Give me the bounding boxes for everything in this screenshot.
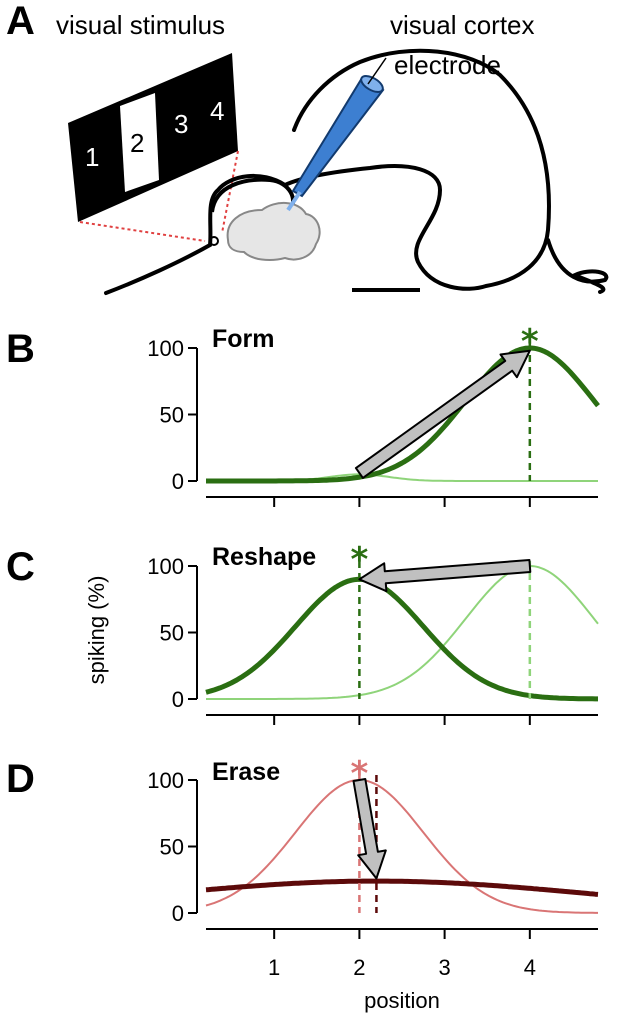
y-tick-label-50: 50 (160, 621, 184, 646)
y-axis: 0 50 100 (147, 554, 198, 712)
x-axis: 1 2 3 4 (206, 928, 598, 980)
peak-star: * (521, 322, 539, 362)
series-before (205, 779, 598, 914)
y-tick-label-0: 0 (172, 687, 184, 712)
x-axis (206, 496, 598, 507)
peak-star: * (351, 754, 369, 794)
mouse-tail (546, 238, 609, 294)
panel-letter-b: B (6, 327, 35, 371)
series-before (206, 565, 599, 700)
x-tick-label-2: 2 (353, 955, 365, 980)
panel-a: A visual stimulus visual cortex electrod… (6, 0, 609, 295)
series-curves (205, 779, 599, 914)
stimulus-label: visual stimulus (56, 10, 225, 40)
chart-form: * 0 50 100 (147, 322, 600, 507)
x-tick-label-1: 1 (268, 955, 280, 980)
panel-title-reshape: Reshape (212, 543, 316, 571)
x-axis (206, 714, 598, 725)
panel-title-erase: Erase (212, 758, 280, 786)
electrode (286, 57, 387, 212)
stimulus-bar (120, 93, 159, 192)
y-tick-label-100: 100 (147, 554, 184, 579)
peak-markers (358, 561, 532, 699)
y-tick-label-0: 0 (172, 901, 184, 926)
sight-lines (79, 150, 239, 242)
electrode-label-line1: visual cortex (390, 10, 535, 40)
y-axis: 0 50 100 (147, 768, 198, 926)
screen-position-3: 3 (174, 109, 188, 139)
x-tick-label-4: 4 (524, 955, 536, 980)
y-tick-label-0: 0 (172, 469, 184, 494)
series-curves (205, 565, 599, 702)
x-axis-label: position (364, 988, 440, 1013)
chart-erase: * 0 50 100 1 2 3 4 (147, 754, 599, 980)
mouse-brain (226, 202, 321, 261)
series-after (205, 878, 599, 897)
shift-arrow (352, 778, 387, 880)
shift-arrow (354, 349, 531, 479)
series-after (206, 345, 600, 484)
y-axis: 0 50 100 (147, 336, 198, 494)
peak-markers (358, 775, 378, 913)
x-tick-label-3: 3 (438, 955, 450, 980)
panel-b: B Form * 0 50 100 (6, 322, 600, 507)
panel-letter-a: A (6, 0, 35, 43)
screen-position-1: 1 (85, 142, 99, 172)
chart-reshape: * 0 50 100 (147, 540, 599, 725)
shift-arrow (358, 559, 532, 593)
y-tick-label-100: 100 (147, 336, 184, 361)
mouse-body (104, 48, 551, 295)
series-after (205, 576, 598, 702)
mouse-ear (210, 177, 296, 213)
panel-c: C Reshape * 0 50 100 (6, 540, 599, 725)
screen-position-2: 2 (130, 128, 144, 158)
series-curves (206, 345, 600, 484)
y-tick-label-50: 50 (160, 403, 184, 428)
panel-d: D Erase * 0 50 100 1 2 (6, 754, 599, 980)
screen-position-4: 4 (210, 96, 224, 126)
y-axis-label: spiking (%) (84, 576, 109, 685)
mouse-eye (209, 236, 219, 246)
y-tick-label-50: 50 (160, 835, 184, 860)
panel-letter-c: C (6, 545, 35, 589)
peak-star: * (351, 540, 369, 580)
panel-title-form: Form (212, 325, 275, 353)
y-tick-label-100: 100 (147, 768, 184, 793)
panel-letter-d: D (6, 757, 35, 801)
